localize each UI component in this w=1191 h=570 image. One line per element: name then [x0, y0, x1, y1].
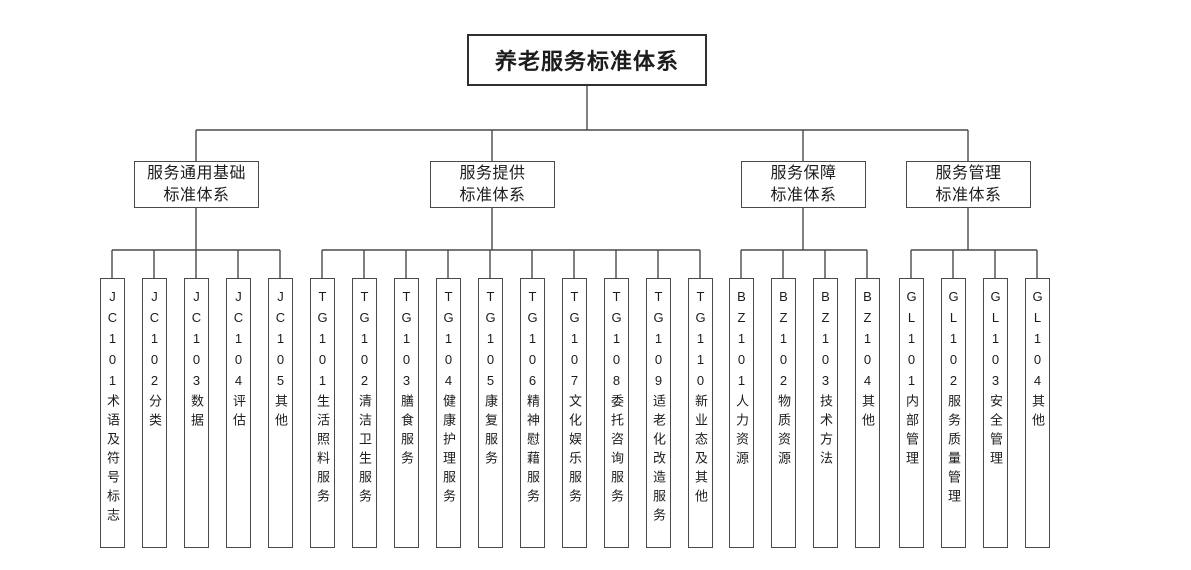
branch-node-service-management: 服务管理 标准体系 [906, 161, 1031, 208]
leaf-node-label: TG103膳食服务 [399, 289, 414, 470]
leaf-node-tg103: TG103膳食服务 [394, 278, 419, 548]
leaf-node-label: JC104评估 [231, 289, 246, 432]
leaf-node-label: GL103安全管理 [988, 289, 1003, 470]
root-node: 养老服务标准体系 [467, 34, 707, 86]
leaf-node-bz104: BZ104其他 [855, 278, 880, 548]
leaf-node-tg106: TG106精神慰藉服务 [520, 278, 545, 548]
leaf-node-tg107: TG107文化娱乐服务 [562, 278, 587, 548]
leaf-node-tg109: TG109适老化改造服务 [646, 278, 671, 548]
leaf-node-label: TG102清洁卫生服务 [357, 289, 372, 508]
connector-branch1-children [111, 208, 281, 278]
leaf-node-jc104: JC104评估 [226, 278, 251, 548]
branch-node-general-basis: 服务通用基础 标准体系 [134, 161, 259, 208]
leaf-node-label: GL101内部管理 [904, 289, 919, 470]
leaf-node-gl103: GL103安全管理 [983, 278, 1008, 548]
leaf-node-gl104: GL104其他 [1025, 278, 1050, 548]
leaf-node-tg101: TG101生活照料服务 [310, 278, 335, 548]
leaf-node-label: TG105康复服务 [483, 289, 498, 470]
leaf-node-label: TG101生活照料服务 [315, 289, 330, 508]
leaf-node-label: JC102分类 [147, 289, 162, 432]
branch-node-service-support: 服务保障 标准体系 [741, 161, 866, 208]
leaf-node-jc101: JC101术语及符号标志 [100, 278, 125, 548]
leaf-node-tg110: TG110新业态及其他 [688, 278, 713, 548]
leaf-node-tg108: TG108委托咨询服务 [604, 278, 629, 548]
leaf-node-gl102: GL102服务质量管理 [941, 278, 966, 548]
leaf-node-label: JC103数据 [189, 289, 204, 432]
connector-branch3-children [740, 208, 868, 278]
leaf-node-tg105: TG105康复服务 [478, 278, 503, 548]
branch-node-label: 服务管理 标准体系 [935, 164, 1002, 204]
leaf-node-bz101: BZ101人力资源 [729, 278, 754, 548]
leaf-node-tg104: TG104健康护理服务 [436, 278, 461, 548]
branch-node-label: 服务提供 标准体系 [459, 164, 526, 204]
leaf-node-jc102: JC102分类 [142, 278, 167, 548]
leaf-node-tg102: TG102清洁卫生服务 [352, 278, 377, 548]
leaf-node-jc105: JC105其他 [268, 278, 293, 548]
leaf-node-label: JC101术语及符号标志 [105, 289, 120, 527]
leaf-node-bz102: BZ102物质资源 [771, 278, 796, 548]
leaf-node-label: BZ101人力资源 [734, 289, 749, 470]
leaf-node-jc103: JC103数据 [184, 278, 209, 548]
branch-node-service-provision: 服务提供 标准体系 [430, 161, 555, 208]
connector-branch4-children [910, 208, 1038, 278]
leaf-node-label: GL102服务质量管理 [946, 289, 961, 508]
branch-node-label: 服务保障 标准体系 [770, 164, 837, 204]
branch-node-label: 服务通用基础 标准体系 [146, 164, 246, 204]
leaf-node-label: TG110新业态及其他 [693, 289, 708, 508]
connector-branch2-children [321, 208, 701, 278]
leaf-node-label: BZ102物质资源 [776, 289, 791, 470]
leaf-node-label: JC105其他 [273, 289, 288, 432]
leaf-node-bz103: BZ103技术方法 [813, 278, 838, 548]
connector-root-trunk [195, 86, 969, 161]
leaf-node-label: GL104其他 [1030, 289, 1045, 432]
leaf-node-label: BZ104其他 [860, 289, 875, 432]
root-node-label: 养老服务标准体系 [494, 49, 679, 74]
leaf-node-label: TG107文化娱乐服务 [567, 289, 582, 508]
leaf-node-label: TG106精神慰藉服务 [525, 289, 540, 508]
leaf-node-label: TG109适老化改造服务 [651, 289, 666, 527]
leaf-node-label: TG108委托咨询服务 [609, 289, 624, 508]
leaf-node-label: TG104健康护理服务 [441, 289, 456, 508]
leaf-node-label: BZ103技术方法 [818, 289, 833, 470]
leaf-node-gl101: GL101内部管理 [899, 278, 924, 548]
